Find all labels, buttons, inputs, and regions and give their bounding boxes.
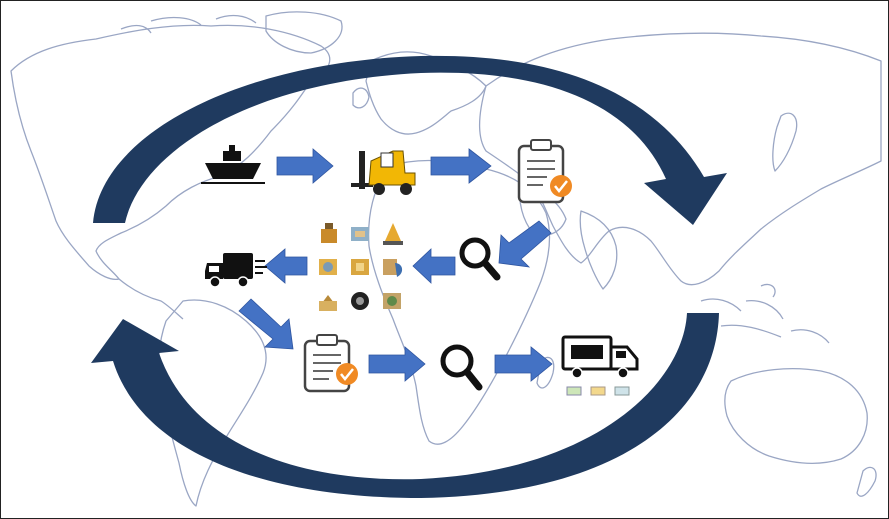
step-arrow-8 <box>494 346 553 382</box>
arctic-islands-outline <box>120 14 257 34</box>
central-america-outline <box>118 278 184 320</box>
clockwise-top-arrow <box>93 55 727 226</box>
australia-outline <box>724 368 868 464</box>
southeast-asia-islands-outline <box>700 283 830 344</box>
ship-icon <box>201 145 265 184</box>
madagascar-outline <box>536 356 555 389</box>
cargo-icon <box>321 223 337 243</box>
cargo-icon <box>351 292 369 310</box>
step-arrow-5 <box>264 248 308 284</box>
clipboard-check-icon <box>517 139 572 204</box>
japan-outline <box>772 112 798 172</box>
india-outline <box>579 210 618 290</box>
uk-outline <box>352 87 370 109</box>
step-arrow-7 <box>368 346 426 382</box>
step-arrows <box>238 148 553 382</box>
north-america-outline <box>10 24 331 281</box>
delivery-truck-icon <box>205 253 267 288</box>
cargo-icon <box>319 259 337 275</box>
clipboard-check-icon <box>303 334 358 393</box>
cargo-icon <box>383 293 401 309</box>
box-truck-icon <box>561 335 639 396</box>
magnifier-icon <box>459 237 501 281</box>
magnifier-icon <box>440 344 483 391</box>
cargo-icons-grid <box>319 223 403 311</box>
step-arrow-3 <box>498 220 552 268</box>
cargo-icon <box>319 295 337 311</box>
cargo-icon <box>383 259 403 277</box>
cargo-icon <box>351 259 369 275</box>
cargo-icon <box>351 227 369 241</box>
forklift-icon <box>351 150 416 195</box>
clockwise-bottom-arrow <box>91 313 719 498</box>
new-zealand-outline <box>856 466 877 497</box>
cycle-arrows <box>91 55 727 498</box>
world-map-outline <box>10 11 882 507</box>
greenland-outline <box>265 11 343 54</box>
cargo-icon <box>383 223 403 245</box>
step-arrow-4 <box>412 248 456 284</box>
step-arrow-6 <box>238 298 294 350</box>
step-arrow-2 <box>430 148 492 184</box>
step-arrow-1 <box>276 148 334 184</box>
asia-outline <box>478 32 882 286</box>
